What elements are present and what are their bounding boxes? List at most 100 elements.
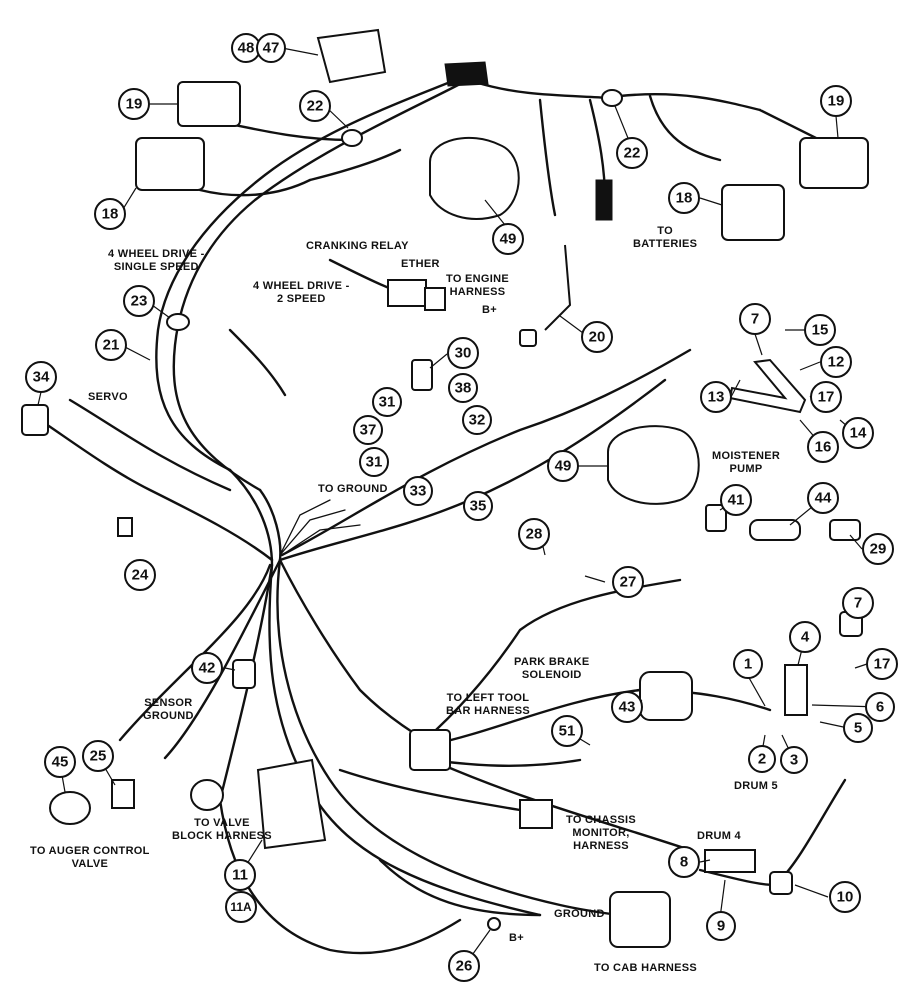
callout-19: 19 xyxy=(118,88,150,120)
svg-text:37: 37 xyxy=(360,422,377,439)
light-18-right xyxy=(721,184,785,241)
svg-text:31: 31 xyxy=(366,454,383,471)
label-to-batteries-line2: BATTERIES xyxy=(633,238,698,250)
svg-text:49: 49 xyxy=(555,458,572,475)
bracket-12 xyxy=(728,358,807,414)
svg-text:7: 7 xyxy=(751,311,759,328)
grommet-22-right xyxy=(601,89,623,107)
svg-text:6: 6 xyxy=(876,699,884,716)
svg-text:20: 20 xyxy=(589,329,606,346)
sensor-20 xyxy=(544,244,572,331)
label-park-brake-line2: SOLENOID xyxy=(521,669,582,681)
label-to-engine-line2: HARNESS xyxy=(449,286,506,298)
callout-14: 14 xyxy=(842,417,874,449)
svg-text:45: 45 xyxy=(52,754,69,771)
svg-text:41: 41 xyxy=(728,492,745,509)
label-4wd-2-speed-line1: 4 WHEEL DRIVE - xyxy=(253,280,350,292)
grommet-23 xyxy=(166,313,190,331)
callout-32: 32 xyxy=(462,405,492,435)
svg-text:30: 30 xyxy=(455,345,472,362)
svg-text:34: 34 xyxy=(33,369,50,386)
callout-31: 31 xyxy=(372,387,402,417)
connector-25 xyxy=(111,779,135,809)
cab-harness-connector xyxy=(609,891,671,948)
svg-text:18: 18 xyxy=(676,190,693,207)
light-19-right xyxy=(799,137,869,189)
label-4wd-single-speed-line1: 4 WHEEL DRIVE - xyxy=(108,248,205,260)
callout-24: 24 xyxy=(124,559,156,591)
callout-26: 26 xyxy=(448,950,480,982)
callout-12: 12 xyxy=(820,346,852,378)
light-18-left xyxy=(135,137,205,191)
chassis-connector xyxy=(519,799,553,829)
grommet-22-left xyxy=(341,129,363,147)
svg-text:11: 11 xyxy=(232,867,248,884)
servo-34 xyxy=(21,404,49,436)
svg-text:1: 1 xyxy=(744,656,752,673)
top-connector xyxy=(444,61,489,87)
callout-29: 29 xyxy=(862,533,894,565)
label-sensor-ground-line1: SENSOR xyxy=(144,697,193,709)
label-left-tool-line1: TO LEFT TOOL xyxy=(446,692,530,704)
svg-text:12: 12 xyxy=(828,354,845,371)
ring-terminal-26 xyxy=(487,917,501,931)
svg-text:22: 22 xyxy=(624,145,641,162)
callout-11a: 11A xyxy=(225,891,257,923)
callout-8: 8 xyxy=(668,846,700,878)
label-chassis-line1: TO CHASSIS xyxy=(566,814,637,826)
label-left-tool-bar-harness: TO LEFT TOOL BAR HARNESS xyxy=(446,692,530,718)
callout-33: 33 xyxy=(403,476,433,506)
callout-31: 31 xyxy=(359,447,389,477)
callout-7: 7 xyxy=(842,587,874,619)
label-auger-control-valve: TO AUGER CONTROL VALVE xyxy=(30,845,150,871)
sensor-29 xyxy=(829,519,861,541)
svg-text:43: 43 xyxy=(619,699,636,716)
label-drum-5: DRUM 5 xyxy=(734,780,778,792)
sensor-10 xyxy=(769,871,793,895)
label-to-batteries-line1: TO xyxy=(657,225,673,237)
callout-28: 28 xyxy=(518,518,550,550)
callout-44: 44 xyxy=(807,482,839,514)
svg-text:4: 4 xyxy=(801,629,810,646)
svg-text:10: 10 xyxy=(837,889,854,906)
callout-43: 43 xyxy=(611,691,643,723)
callout-18: 18 xyxy=(94,198,126,230)
callout-27: 27 xyxy=(612,566,644,598)
label-to-cab-harness: TO CAB HARNESS xyxy=(594,962,698,974)
svg-text:15: 15 xyxy=(812,322,829,339)
callout-6: 6 xyxy=(865,692,895,722)
svg-text:48: 48 xyxy=(238,40,255,57)
plate-8 xyxy=(704,849,756,873)
svg-text:17: 17 xyxy=(818,389,835,406)
callout-20: 20 xyxy=(581,321,613,353)
battery-connector xyxy=(595,179,613,221)
callout-1: 1 xyxy=(733,649,763,679)
callout-30: 30 xyxy=(447,337,479,369)
svg-text:16: 16 xyxy=(815,439,832,456)
svg-text:49: 49 xyxy=(500,231,517,248)
svg-text:19: 19 xyxy=(828,93,845,110)
label-ether: ETHER xyxy=(401,258,440,270)
label-park-brake-line1: PARK BRAKE xyxy=(514,656,590,668)
label-valve-block-line2: BLOCK HARNESS xyxy=(172,830,272,842)
components xyxy=(21,28,869,948)
svg-text:24: 24 xyxy=(132,567,149,584)
label-sensor-ground-line2: GROUND xyxy=(143,710,194,722)
callout-48: 48 xyxy=(231,33,261,63)
moistener-pump-upper xyxy=(429,136,520,220)
svg-text:32: 32 xyxy=(469,412,486,429)
svg-text:11A: 11A xyxy=(230,900,252,914)
svg-text:21: 21 xyxy=(103,337,120,354)
label-4wd-2-speed-line2: 2 SPEED xyxy=(277,293,326,305)
svg-text:2: 2 xyxy=(758,751,766,768)
label-4wd-single-speed: 4 WHEEL DRIVE - SINGLE SPEED xyxy=(108,248,205,274)
cranking-relay-block xyxy=(387,279,427,307)
svg-text:47: 47 xyxy=(263,40,280,57)
label-ground: GROUND xyxy=(554,908,605,920)
callout-10: 10 xyxy=(829,881,861,913)
label-to-engine-harness: TO ENGINE HARNESS xyxy=(446,273,509,299)
callout-45: 45 xyxy=(44,746,76,778)
svg-text:28: 28 xyxy=(526,526,543,543)
callout-42: 42 xyxy=(191,652,223,684)
